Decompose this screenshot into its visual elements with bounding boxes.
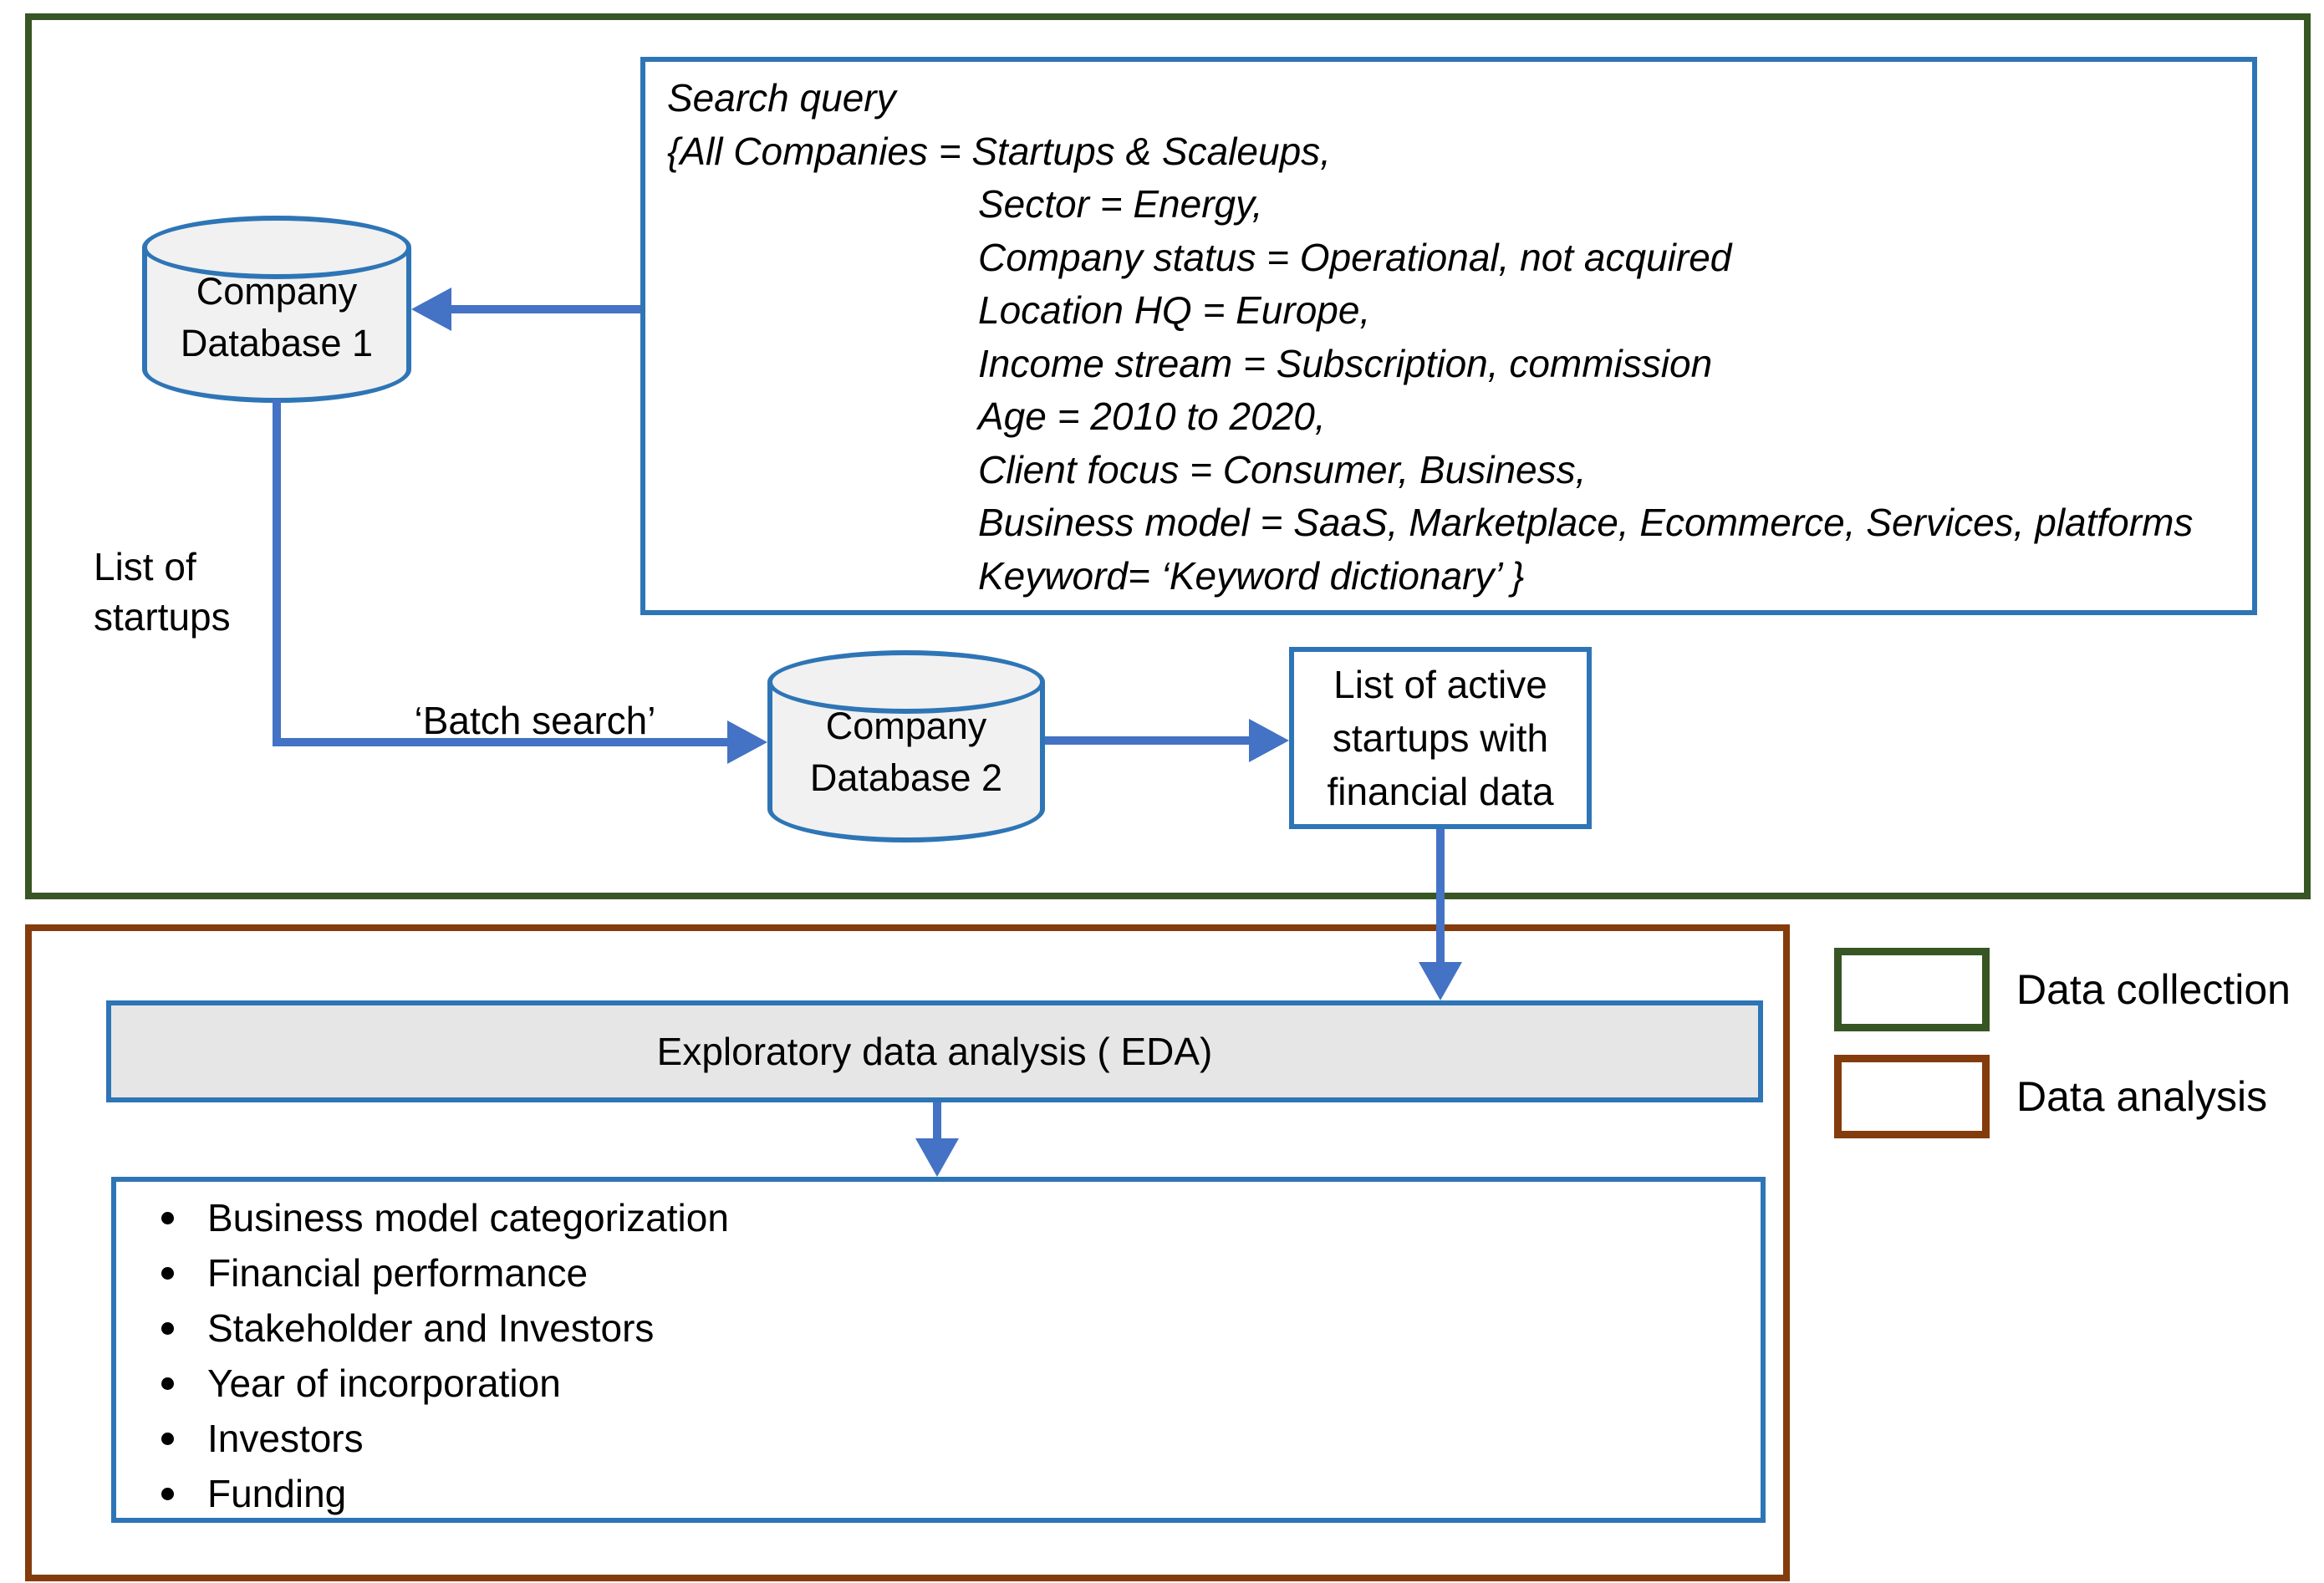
company-database-2-node: Company Database 2 — [767, 650, 1045, 842]
database-cylinder-top-icon — [142, 216, 411, 279]
legend-label-data-collection: Data collection — [2016, 966, 2291, 1013]
search-query-line: Business model = SaaS, Marketplace, Ecom… — [978, 501, 2194, 544]
bullet-dot-icon — [161, 1432, 174, 1445]
eda-output-text: Investors — [207, 1417, 364, 1460]
eda-output-item: Stakeholder and Investors — [161, 1301, 1761, 1356]
company-database-2-label: Company Database 2 — [767, 700, 1045, 804]
data-collection-region-border — [25, 13, 2311, 899]
bullet-dot-icon — [161, 1266, 174, 1280]
search-query-line: {All Companies = Startups & Scaleups, — [667, 129, 1331, 173]
search-query-line: Income stream = Subscription, commission — [978, 341, 1713, 385]
node-label-line: Company — [196, 270, 358, 313]
node-label-line: financial data — [1327, 770, 1554, 813]
eda-output-text: Year of incorporation — [207, 1362, 561, 1405]
search-query-box: Search query {All Companies = Startups &… — [640, 57, 2257, 615]
database-cylinder-top-icon — [767, 650, 1045, 714]
legend-swatch-data-analysis — [1834, 1055, 1990, 1138]
edge-label-line: startups — [94, 595, 231, 639]
node-label-line: startups with — [1332, 716, 1549, 760]
data-analysis-region-border — [25, 924, 1790, 1581]
search-query-line: Location HQ = Europe, — [978, 288, 1371, 332]
eda-output-text: Stakeholder and Investors — [207, 1306, 655, 1350]
eda-output-item: Funding — [161, 1466, 1761, 1521]
bullet-dot-icon — [161, 1211, 174, 1224]
search-query-line: Keyword= ‘Keyword dictionary’ } — [978, 553, 1525, 598]
eda-output-item: Year of incorporation — [161, 1356, 1761, 1411]
eda-outputs-box: Business model categorization Financial … — [111, 1177, 1766, 1523]
bullet-dot-icon — [161, 1487, 174, 1500]
bullet-dot-icon — [161, 1377, 174, 1390]
company-database-1-label: Company Database 1 — [142, 266, 411, 369]
bullet-dot-icon — [161, 1321, 174, 1335]
edge-label-batch-search: ‘Batch search’ — [414, 699, 656, 742]
edge-label-line: List of — [94, 545, 196, 588]
eda-output-text: Financial performance — [207, 1251, 589, 1295]
node-label-line: List of active — [1333, 663, 1547, 706]
legend-swatch-data-collection — [1834, 948, 1990, 1031]
legend-label-data-analysis: Data analysis — [2016, 1073, 2268, 1120]
search-query-line: Company status = Operational, not acquir… — [978, 235, 1732, 279]
node-label-line: Database 2 — [809, 756, 1003, 799]
eda-output-text: Funding — [207, 1472, 347, 1515]
node-label-line: Database 1 — [180, 322, 374, 364]
search-query-line: Sector = Energy, — [978, 182, 1263, 226]
eda-node: Exploratory data analysis ( EDA) — [106, 1000, 1763, 1102]
eda-output-text: Business model categorization — [207, 1196, 729, 1239]
company-database-1-node: Company Database 1 — [142, 216, 411, 403]
eda-output-item: Business model categorization — [161, 1190, 1761, 1245]
node-label-line: Company — [825, 705, 987, 747]
search-query-line: Search query — [667, 76, 896, 120]
search-query-line: Age = 2010 to 2020, — [978, 394, 1326, 438]
eda-output-item: Financial performance — [161, 1245, 1761, 1301]
eda-label: Exploratory data analysis ( EDA) — [656, 1030, 1213, 1073]
edge-label-list-of-startups: List of startups — [94, 542, 231, 642]
eda-output-item: Investors — [161, 1411, 1761, 1466]
active-startups-list-node: List of active startups with financial d… — [1289, 647, 1592, 829]
search-query-line: Client focus = Consumer, Business, — [978, 447, 1587, 491]
